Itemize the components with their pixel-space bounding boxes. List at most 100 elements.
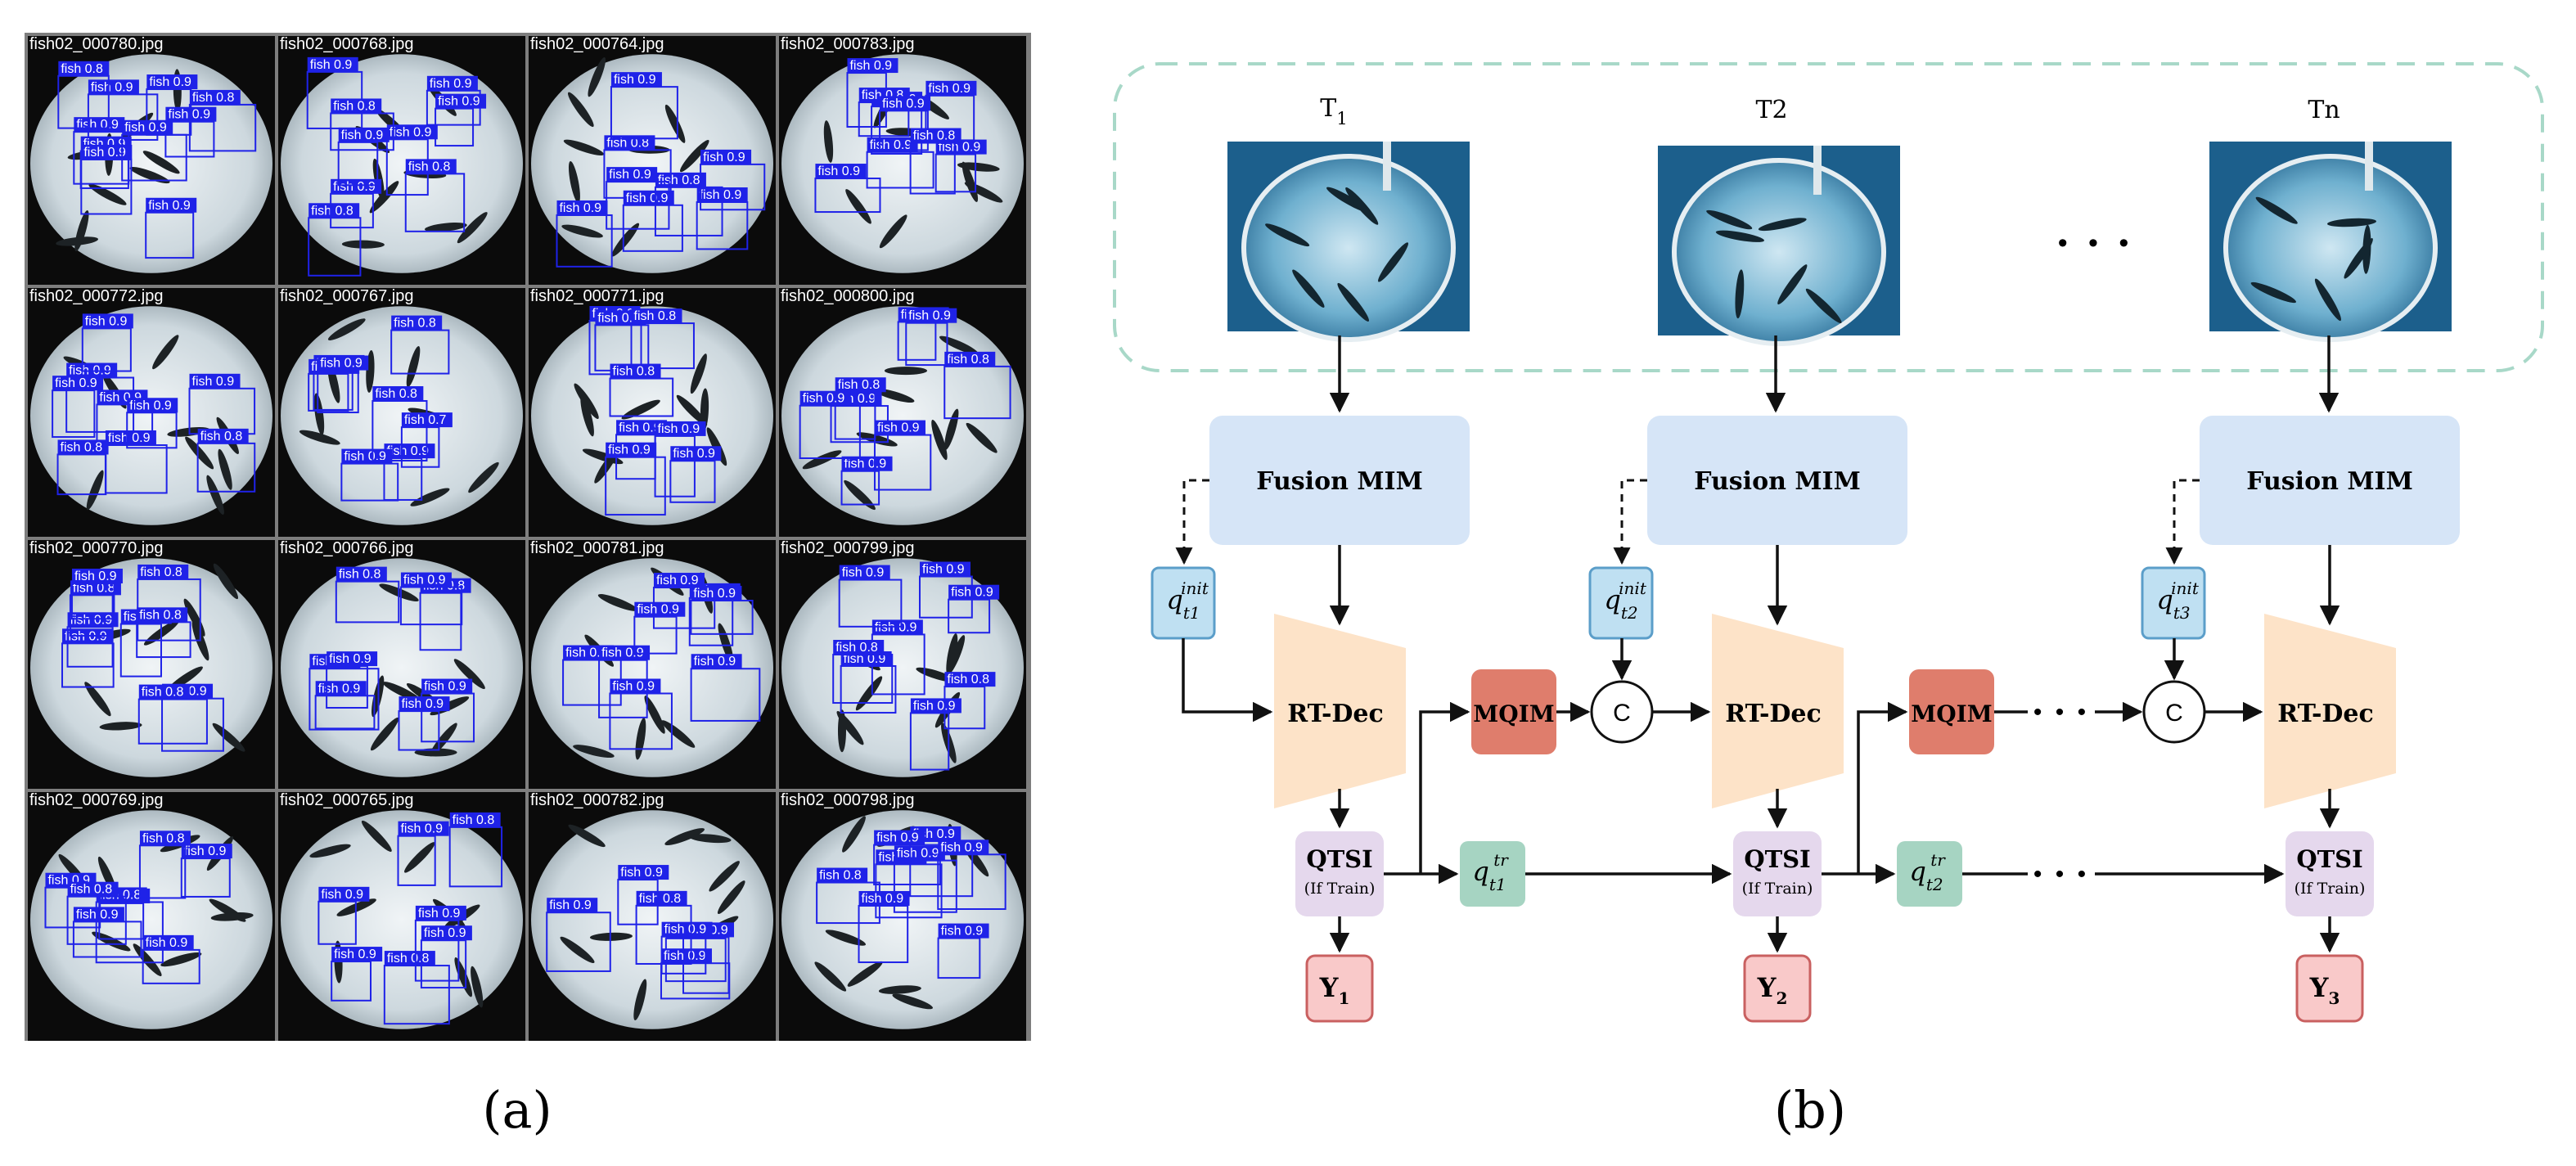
detection-label: fish 0.9 [875, 620, 917, 634]
detection-label-bg [189, 373, 241, 389]
detection-label-bg [146, 197, 197, 213]
init-query-2: qt2init [1588, 566, 1654, 640]
detection-label: fish 0.9 [664, 923, 707, 937]
detection-label: fish 0.8 [613, 365, 655, 379]
detection-label-bg [606, 442, 657, 457]
rt-dec-3-shape [2264, 614, 2396, 808]
detection-label: fish 0.9 [321, 888, 363, 902]
thumbnail-filename: fish02_000764.jpg [530, 35, 664, 53]
detection-label-bg [307, 56, 358, 72]
detection-label: fish 0.9 [149, 75, 191, 89]
fish-shape [847, 961, 883, 987]
tank-fish [1265, 223, 1310, 247]
rt-dec-2-shape [1712, 614, 1844, 808]
bottom-row-arrows [1384, 701, 2285, 885]
detection-label: fish 0.9 [192, 375, 235, 389]
detection-label: fish 0.9 [83, 146, 126, 160]
detection-label: fish 0.9 [148, 199, 191, 213]
detection-label: fish 0.9 [700, 188, 742, 202]
basin-image [531, 558, 773, 777]
detection-label-bg [547, 898, 598, 913]
fish-shape [845, 189, 871, 224]
fish-shape [825, 930, 867, 946]
detection-label: fish 0.8 [61, 440, 103, 454]
detection-label: fish 0.9 [612, 679, 655, 693]
output-y2-box [1743, 954, 1812, 1023]
detection-label: fish 0.9 [85, 314, 128, 328]
frame-photo-1 [1227, 142, 1470, 342]
detection-label-bg [610, 72, 662, 88]
detection-label-bg [606, 167, 658, 182]
fish-shape [611, 223, 640, 257]
detection-label-bg [938, 840, 989, 855]
detection-label: fish 0.9 [703, 151, 745, 164]
detection-label: fish 0.8 [408, 160, 451, 173]
detection-label: fish 0.8 [61, 62, 103, 76]
detection-label: fish 0.8 [140, 565, 182, 579]
thumbnail-filename: fish02_000766.jpg [280, 539, 413, 557]
detection-label: fish 0.9 [849, 59, 892, 73]
tank-water [1674, 160, 1884, 344]
tank-rim [1672, 158, 1886, 346]
detection-label: fish 0.9 [124, 121, 167, 135]
rt-dec-1-shape [1274, 614, 1406, 808]
basin-image [281, 54, 523, 273]
detection-label: fish 0.9 [922, 563, 965, 577]
fish-shape [560, 936, 595, 964]
detection-label-bg [405, 159, 457, 174]
detection-label-bg [817, 867, 868, 883]
fish-shape [142, 151, 180, 174]
tr-query-1-box [1460, 841, 1525, 907]
detection-label-bg [426, 75, 478, 91]
detection-label-bg [631, 308, 682, 324]
detection-label: fish 0.9 [55, 376, 97, 390]
init-query-3: qt3init [2141, 566, 2206, 640]
detection-label: fish 0.8 [73, 581, 115, 595]
fish-shape [589, 932, 633, 941]
thumbnail-filename: fish02_000771.jpg [530, 287, 664, 305]
detection-label: fish 0.9 [620, 866, 663, 880]
detection-label-bg [421, 925, 472, 941]
fish-shape [679, 139, 709, 173]
detection-label: fish 0.8 [819, 869, 862, 883]
output-y3-box [2295, 954, 2364, 1023]
detection-label: fish 0.8 [835, 641, 878, 655]
detection-label-bg [400, 572, 452, 588]
detection-label-bg [142, 934, 194, 950]
fish-shape [453, 659, 485, 690]
tank-fish [1735, 269, 1745, 319]
frames-ellipsis: • • • [2058, 227, 2136, 259]
detection-label-bg [858, 890, 910, 906]
detection-label: fish 0.9 [597, 311, 640, 325]
detection-label-bg [874, 830, 925, 845]
detection-label-bg [67, 881, 119, 897]
mqim-2-label: MQIM [1911, 700, 1992, 727]
output-y1-label: Y1 [1319, 972, 1350, 1008]
detection-label: fish 0.9 [334, 948, 376, 961]
detection-label-bg [66, 362, 118, 378]
middle-row-ellipsis: • • • [2033, 699, 2089, 726]
mqim-1: MQIM [1471, 669, 1556, 754]
detection-label: fish 0.9 [656, 574, 699, 588]
detection-label-bg [653, 573, 705, 588]
fish-shape [644, 696, 665, 734]
arrow-init1-dec [1182, 638, 1273, 723]
detection-label: fish 0.9 [310, 58, 353, 72]
fish-shape [842, 816, 866, 853]
frame-to-fusion-arrows [1329, 335, 2340, 413]
thumbnail-filename: fish02_000765.jpg [280, 791, 413, 809]
detection-label-bg [137, 607, 188, 623]
detection-label: fish 0.9 [862, 892, 904, 906]
fish-shape [855, 676, 883, 711]
fish-shape [313, 393, 325, 436]
fish-shape [404, 842, 435, 873]
qtsi-1: QTSI (If Train) [1295, 831, 1384, 916]
detection-label-bg [618, 865, 669, 880]
fish-shape [884, 367, 927, 376]
tank-water [1244, 156, 1453, 340]
tank-fish [1777, 264, 1808, 305]
